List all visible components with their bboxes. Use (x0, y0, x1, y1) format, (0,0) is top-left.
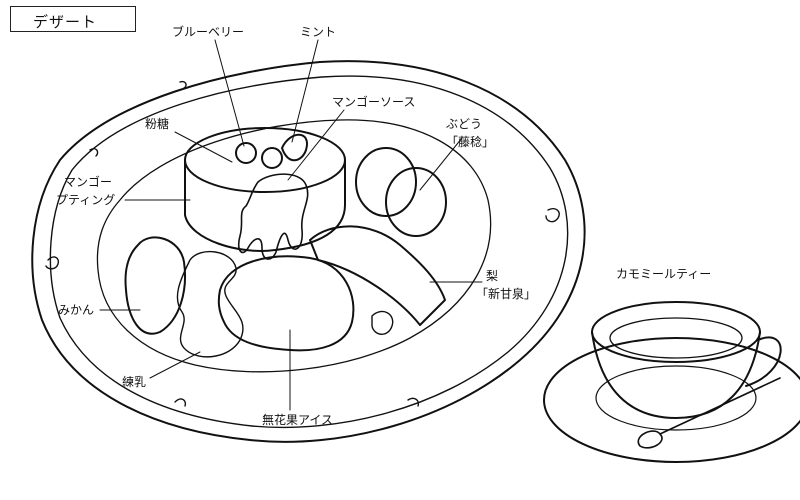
cup-body (591, 331, 761, 419)
label-fig-ice: 無花果アイス (262, 412, 333, 427)
leader-mango-sauce (287, 109, 345, 181)
mango-sauce (237, 173, 309, 260)
plate-rim-swirl-4 (407, 397, 420, 407)
pudding-top (184, 127, 346, 193)
leader-blueberry (214, 39, 245, 147)
blueberry-2 (261, 147, 283, 169)
mango-pudding (184, 127, 346, 252)
tea-surface (609, 317, 743, 359)
pear-wedge (309, 225, 446, 326)
grape-1 (355, 147, 417, 217)
plate-well (96, 119, 492, 373)
mikan (124, 236, 186, 335)
label-mango-sauce: マンゴーソース (332, 94, 415, 109)
label-pudding-1: マンゴー (64, 174, 112, 189)
pudding-body (184, 159, 346, 252)
chamomile-tea (543, 301, 800, 463)
saucer-inner (595, 365, 757, 431)
label-chamomile-tea: カモミールティー (616, 267, 711, 281)
plate-outer-rim (31, 60, 586, 443)
saucer (543, 337, 800, 463)
cup-handle (745, 336, 782, 387)
label-blueberry: ブルーベリー (172, 24, 244, 39)
leader-mint (291, 39, 319, 143)
plate-rim-swirl-2 (545, 208, 560, 223)
fig-ice (217, 255, 355, 352)
blueberry-1 (235, 142, 257, 164)
label-grape-1: ぶどう (446, 117, 482, 131)
plate (31, 60, 586, 443)
leader-powdered-sugar (174, 131, 233, 163)
label-mint: ミント (300, 25, 336, 39)
leader-grape (419, 137, 463, 191)
label-condensed-milk: 練乳 (122, 375, 146, 389)
labels: ブルーベリー ミント マンゴーソース 粉糖 ぶどう 「藤稔」 マンゴー プティン… (56, 24, 711, 427)
label-pear-2: 「新甘泉」 (476, 286, 536, 301)
plate-rim-swirl-6 (179, 80, 187, 89)
label-mikan: みかん (58, 303, 94, 317)
plate-rim-swirl-1 (45, 256, 60, 270)
condensed-milk-drop (371, 310, 394, 335)
leader-lines (99, 39, 483, 411)
label-pear-1: 梨 (486, 269, 498, 283)
grape-2 (385, 167, 447, 237)
label-grape-2: 「藤稔」 (446, 135, 494, 149)
mint-leaf (281, 133, 309, 162)
plate-rim-inner (49, 75, 569, 429)
cup-rim (591, 301, 761, 363)
plate-rim-swirl-5 (89, 147, 99, 157)
title-box: デザート (10, 6, 136, 32)
plate-rim-swirl-3 (174, 398, 187, 407)
condensed-milk (176, 250, 244, 358)
label-pudding-2: プティング (56, 193, 115, 207)
spoon (637, 377, 781, 449)
diagram-title: デザート (33, 13, 98, 31)
leader-condensed-milk (149, 351, 201, 379)
label-powdered-sugar: 粉糖 (145, 116, 169, 131)
